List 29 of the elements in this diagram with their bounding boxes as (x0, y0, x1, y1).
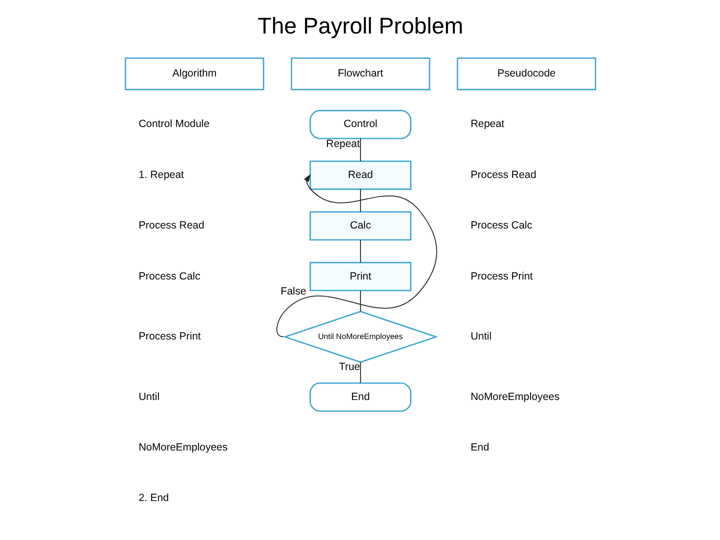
arrow (276, 174, 437, 338)
label: Algorithm (172, 68, 216, 80)
edge-label: False (280, 286, 306, 298)
label: Process Print (470, 271, 532, 282)
label: Process Print (138, 332, 200, 343)
label: Control Module (138, 119, 210, 130)
label: Until (470, 332, 492, 343)
label: Flowchart (337, 68, 383, 80)
node-box: End (309, 382, 411, 412)
label: Pseudocode (496, 68, 556, 80)
node-box: Control (309, 110, 411, 140)
label: Process Read (470, 170, 536, 181)
edge-label: Repeat (326, 138, 360, 150)
label: Process Calc (138, 271, 200, 282)
diagram-title: The Payroll Problem (257, 12, 463, 38)
label: NoMoreEmployees (138, 442, 228, 454)
edge-label: True (338, 362, 360, 374)
label: Repeat (470, 119, 504, 130)
node-diamond: Until NoMoreEmployees (282, 310, 438, 363)
label: Process Calc (470, 220, 532, 232)
label: NoMoreEmployees (470, 392, 560, 403)
node-box: Calc (309, 211, 411, 240)
label: Process Read (138, 220, 204, 232)
label: 1. Repeat (138, 170, 184, 181)
label: End (470, 442, 489, 454)
node-box: Read (309, 160, 411, 190)
node-box: Print (309, 262, 411, 292)
label: Until (138, 392, 160, 403)
label: 2. End (138, 493, 168, 504)
